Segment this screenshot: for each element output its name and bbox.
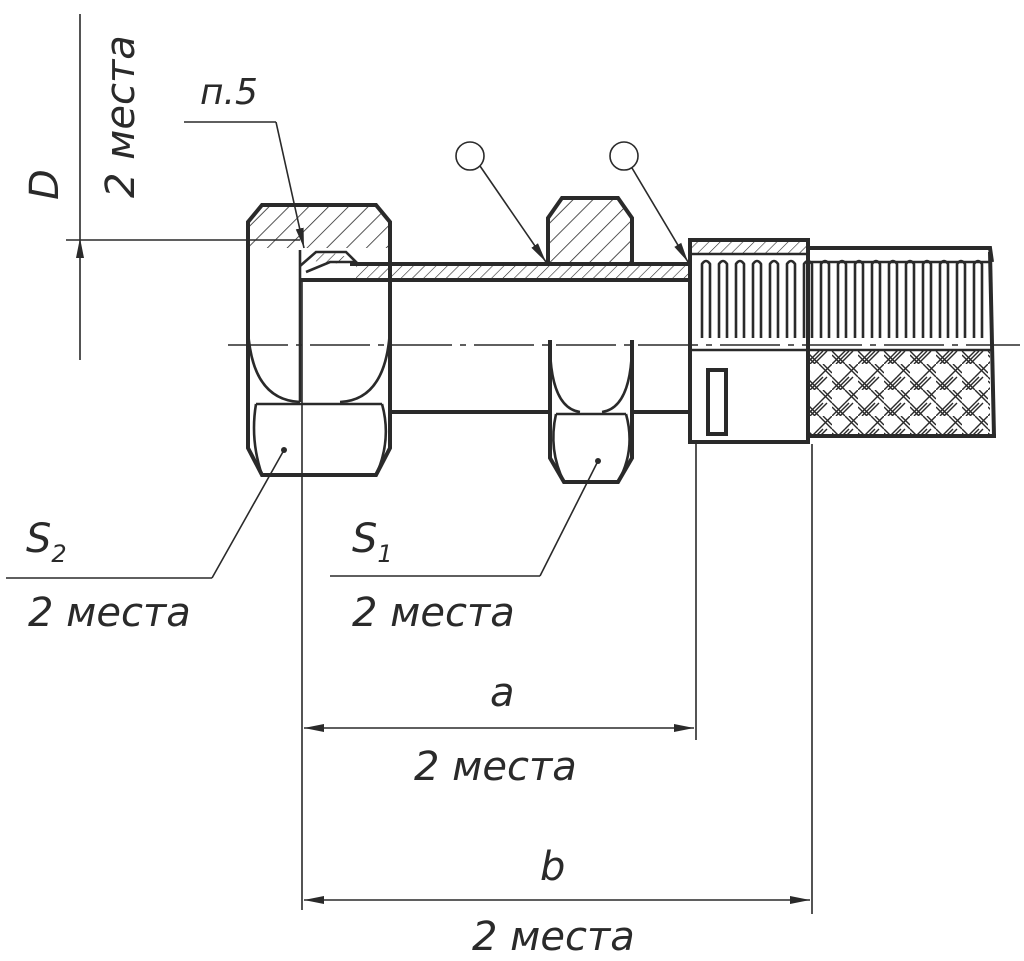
s2-label: S [26, 516, 51, 562]
s2-callout: S2 2 места [6, 449, 285, 636]
s2-places: 2 места [28, 590, 191, 636]
dimension-d: D 2 места [22, 14, 300, 360]
hose-rib [785, 259, 797, 338]
hose-rib [734, 259, 746, 338]
dimension-a: a 2 места [304, 670, 694, 790]
hose-rib [870, 259, 882, 338]
hose [700, 246, 996, 438]
dimension-a-places: 2 места [414, 744, 577, 790]
extension-lines [301, 282, 813, 914]
s1-callout: S1 2 места [330, 460, 599, 636]
svg-text:S2: S2 [26, 516, 67, 568]
dimension-b-places: 2 места [472, 914, 635, 960]
balloon-tube [455, 141, 485, 171]
note-label: п.5 [200, 72, 258, 113]
dimension-d-places: 2 места [98, 35, 144, 198]
balloon-leaders [455, 141, 689, 263]
dimension-d-label: D [22, 169, 68, 200]
hose-rib [802, 259, 814, 338]
s1-places: 2 места [352, 590, 515, 636]
hose-rib [921, 259, 933, 338]
hose-rib [938, 259, 950, 338]
dimension-a-label: a [490, 670, 515, 716]
hose-rib [751, 259, 763, 338]
dimension-b-label: b [540, 844, 565, 890]
hose-rib [768, 259, 780, 338]
hose-rib [887, 259, 899, 338]
balloon-sleeve [609, 141, 639, 171]
hose-rib [836, 259, 848, 338]
note-leader: п.5 [184, 72, 305, 249]
hose-rib [717, 259, 729, 338]
hose-rib [700, 259, 712, 338]
union-nut [246, 203, 392, 477]
s1-subscript: 1 [377, 540, 392, 568]
s1-label: S [352, 516, 377, 562]
lock-nut [546, 196, 634, 484]
crimp-sleeve [688, 238, 810, 444]
hose-rib [972, 259, 984, 338]
hose-rib [955, 259, 967, 338]
hose-rib [819, 259, 831, 338]
tube [300, 262, 690, 414]
dimension-b: b 2 места [304, 844, 810, 960]
hose-ribs [700, 259, 984, 338]
hose-rib [853, 259, 865, 338]
hose-rib [904, 259, 916, 338]
svg-text:S1: S1 [352, 516, 393, 568]
s2-subscript: 2 [51, 540, 66, 568]
